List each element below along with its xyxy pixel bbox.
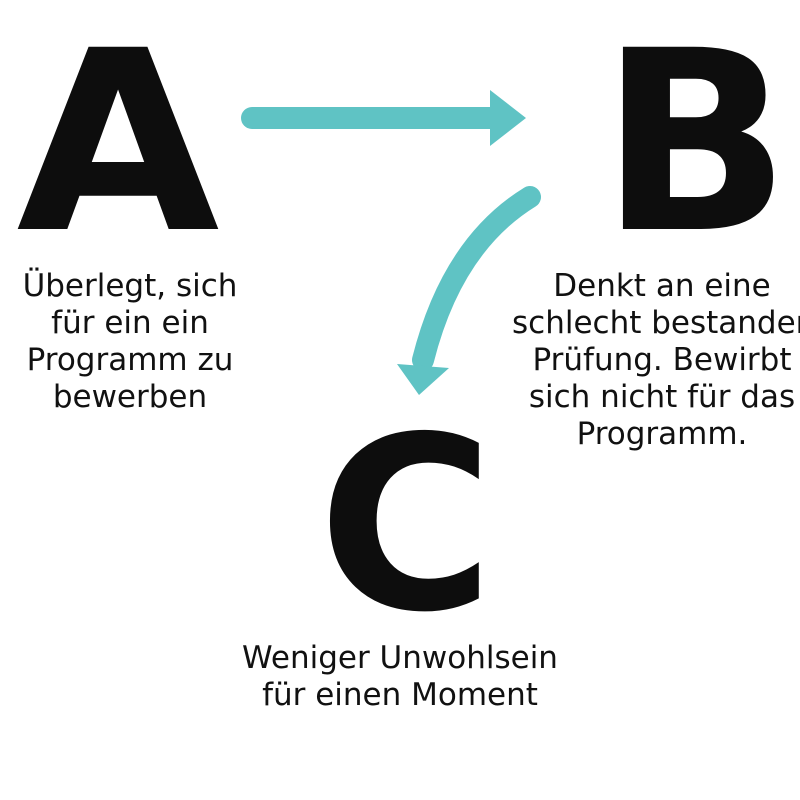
- node-a-label-line: Programm zu: [26, 342, 234, 378]
- node-b-label-line: Programm.: [576, 416, 748, 452]
- node-a-label-line: bewerben: [52, 379, 208, 415]
- node-b-label-line: Prüfung. Bewirbt: [532, 342, 792, 378]
- node-b-label-line: schlecht bestanden: [512, 305, 800, 341]
- node-b-label: Denkt an eine schlecht bestanden Prüfung…: [512, 268, 800, 453]
- node-a-label: Überlegt, sich für ein ein Programm zu b…: [10, 268, 250, 416]
- node-c-letter: C: [318, 385, 495, 665]
- node-b-label-line: sich nicht für das: [528, 379, 796, 415]
- node-c-label-line: für einen Moment: [262, 677, 538, 713]
- node-b-letter: B: [600, 0, 791, 288]
- arrow-b-to-c-shaft: [412, 186, 541, 371]
- arrow-a-to-b: [241, 90, 526, 146]
- node-b-label-line: Denkt an eine: [553, 268, 771, 304]
- node-c-label-line: Weniger Unwohlsein: [242, 640, 558, 676]
- node-a-letter: A: [16, 0, 220, 288]
- arrow-a-to-b-head: [490, 90, 526, 146]
- node-c-label: Weniger Unwohlsein für einen Moment: [210, 640, 590, 714]
- node-a-label-line: Überlegt, sich: [22, 268, 238, 304]
- arrow-b-to-c: [397, 186, 541, 395]
- node-a-label-line: für ein ein: [51, 305, 209, 341]
- arrow-b-to-c-head: [397, 364, 449, 395]
